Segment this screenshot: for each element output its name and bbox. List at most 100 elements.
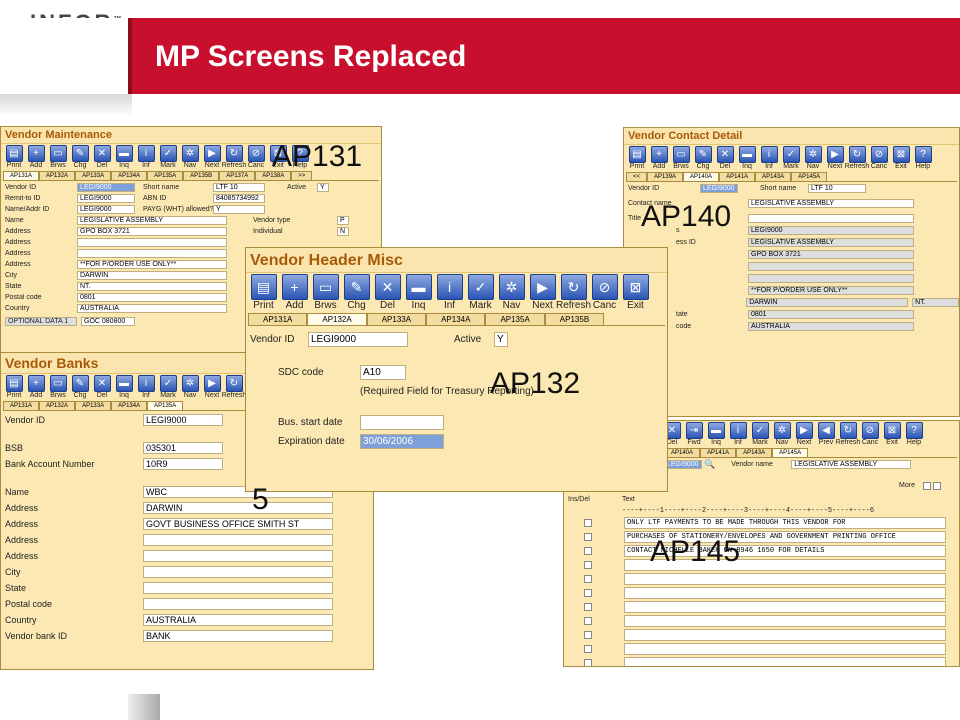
canc-button[interactable]: ⊘Canc bbox=[589, 274, 620, 311]
tab-ap143a[interactable]: AP143A bbox=[755, 172, 792, 181]
mark-button[interactable]: ✓Mark bbox=[749, 422, 771, 446]
search-icon[interactable]: 🔍 bbox=[704, 459, 716, 469]
field-value[interactable]: N bbox=[337, 227, 349, 236]
chg-button[interactable]: ✎Chg bbox=[69, 375, 91, 399]
field-value[interactable]: 84085734992 bbox=[213, 194, 265, 203]
bank-field[interactable]: DARWIN bbox=[143, 502, 333, 514]
field-value[interactable]: NT. bbox=[77, 282, 227, 291]
tab-ap137a[interactable]: AP137A bbox=[219, 171, 256, 180]
inq-button[interactable]: ▬Inq bbox=[736, 146, 758, 170]
contact-field[interactable]: **FOR P/ORDER USE ONLY** bbox=[748, 286, 914, 295]
brws-button[interactable]: ▭Brws bbox=[47, 145, 69, 169]
contact-field[interactable]: GPO BOX 3721 bbox=[748, 250, 914, 259]
refresh-button[interactable]: ↻Refresh bbox=[556, 274, 591, 311]
next-button[interactable]: ▶Next bbox=[793, 422, 815, 446]
tab-ap131a[interactable]: AP131A bbox=[3, 171, 40, 180]
tab-ap134a[interactable]: AP134A bbox=[111, 401, 148, 410]
text-line[interactable]: CONTACT MICHELLE BAKER ON 8946 1650 FOR … bbox=[624, 545, 946, 557]
del-button[interactable]: ✕Del bbox=[372, 274, 403, 311]
field-value[interactable]: LEGI9000 bbox=[77, 183, 135, 192]
add-button[interactable]: +Add bbox=[648, 146, 670, 170]
text-line[interactable]: PURCHASES OF STATIONERY/ENVELOPES AND GO… bbox=[624, 531, 946, 543]
exit-button[interactable]: ⊠Exit bbox=[890, 146, 912, 170]
nav-button[interactable]: ✲Nav bbox=[179, 375, 201, 399]
tab-ap133a[interactable]: AP133A bbox=[75, 171, 112, 180]
add-button[interactable]: +Add bbox=[279, 274, 310, 311]
field-value[interactable]: Y bbox=[317, 183, 329, 192]
contact-field[interactable]: LEGI9000 bbox=[748, 226, 914, 235]
field-value[interactable]: P bbox=[337, 216, 349, 225]
contact-field[interactable]: DARWIN bbox=[746, 298, 909, 307]
brws-button[interactable]: ▭Brws bbox=[310, 274, 341, 311]
contact-field[interactable]: AUSTRALIA bbox=[748, 322, 914, 331]
insdel-checkbox[interactable] bbox=[584, 659, 592, 666]
short-name-field[interactable]: LTF 10 bbox=[808, 184, 866, 193]
field-value[interactable]: Y bbox=[213, 205, 265, 214]
tab-ap139a[interactable]: AP139A bbox=[647, 172, 684, 181]
bank-field[interactable] bbox=[143, 598, 333, 610]
nav-button[interactable]: ✲Nav bbox=[179, 145, 201, 169]
tab-ap134a[interactable]: AP134A bbox=[111, 171, 148, 180]
bus-start-date-field[interactable] bbox=[360, 415, 444, 430]
tab-ap145a[interactable]: AP145A bbox=[772, 448, 809, 457]
tab-ap131a[interactable]: AP131A bbox=[3, 401, 40, 410]
expiration-date-field[interactable]: 30/06/2006 bbox=[360, 434, 444, 449]
mark-button[interactable]: ✓Mark bbox=[157, 145, 179, 169]
field-value[interactable]: **FOR P/ORDER USE ONLY** bbox=[77, 260, 227, 269]
help-button[interactable]: ?Help bbox=[289, 145, 311, 169]
insdel-checkbox[interactable] bbox=[584, 617, 592, 625]
nav-button[interactable]: ✲Nav bbox=[496, 274, 527, 311]
more-checkbox[interactable] bbox=[923, 481, 931, 490]
refresh-button[interactable]: ↻Refresh bbox=[222, 375, 246, 399]
bank-field[interactable] bbox=[143, 550, 333, 562]
bank-field[interactable]: GOVT BUSINESS OFFICE SMITH ST bbox=[143, 518, 333, 530]
bank-field[interactable] bbox=[143, 582, 333, 594]
tab-[interactable]: >> bbox=[291, 171, 313, 180]
field-value[interactable] bbox=[77, 238, 227, 247]
text-line[interactable] bbox=[624, 559, 946, 571]
field-value[interactable]: AUSTRALIA bbox=[77, 304, 227, 313]
contact-field[interactable] bbox=[748, 274, 914, 283]
chg-button[interactable]: ✎Chg bbox=[69, 145, 91, 169]
insdel-checkbox[interactable] bbox=[584, 561, 592, 569]
tab-ap132a[interactable]: AP132A bbox=[39, 171, 76, 180]
insdel-checkbox[interactable] bbox=[584, 519, 592, 527]
tab-ap135a[interactable]: AP135A bbox=[147, 171, 184, 180]
insdel-checkbox[interactable] bbox=[584, 631, 592, 639]
tab-ap131a[interactable]: AP131A bbox=[248, 313, 308, 325]
tab-ap133a[interactable]: AP133A bbox=[75, 401, 112, 410]
add-button[interactable]: +Add bbox=[25, 145, 47, 169]
state-field[interactable]: NT. bbox=[912, 298, 959, 307]
tab-ap135b[interactable]: AP135B bbox=[183, 171, 220, 180]
refresh-button[interactable]: ↻Refresh bbox=[836, 422, 860, 446]
field-value[interactable]: 0801 bbox=[77, 293, 227, 302]
insdel-checkbox[interactable] bbox=[584, 589, 592, 597]
next-button[interactable]: ▶Next bbox=[824, 146, 846, 170]
tab-ap140a[interactable]: AP140A bbox=[683, 172, 720, 181]
tab-[interactable]: << bbox=[626, 172, 648, 181]
canc-button[interactable]: ⊘Canc bbox=[868, 146, 890, 170]
refresh-button[interactable]: ↻Refresh bbox=[222, 145, 246, 169]
field-value[interactable]: DARWIN bbox=[77, 271, 227, 280]
brws-button[interactable]: ▭Brws bbox=[47, 375, 69, 399]
prev-button[interactable]: ◀Prev bbox=[815, 422, 837, 446]
vendor-id-field[interactable]: LEGI9000 bbox=[308, 332, 408, 347]
insdel-checkbox[interactable] bbox=[584, 533, 592, 541]
refresh-button[interactable]: ↻Refresh bbox=[845, 146, 869, 170]
chg-button[interactable]: ✎Chg bbox=[692, 146, 714, 170]
insdel-checkbox[interactable] bbox=[584, 547, 592, 555]
text-line[interactable]: ONLY LTF PAYMENTS TO BE MADE THROUGH THI… bbox=[624, 517, 946, 529]
text-line[interactable] bbox=[624, 573, 946, 585]
text-line[interactable] bbox=[624, 629, 946, 641]
bank-field[interactable]: BANK bbox=[143, 630, 333, 642]
next-button[interactable]: ▶Next bbox=[527, 274, 558, 311]
bank-field[interactable] bbox=[143, 534, 333, 546]
tab-ap143a[interactable]: AP143A bbox=[736, 448, 773, 457]
help-button[interactable]: ?Help bbox=[903, 422, 925, 446]
next-button[interactable]: ▶Next bbox=[201, 375, 223, 399]
bank-field[interactable]: AUSTRALIA bbox=[143, 614, 333, 626]
text-line[interactable] bbox=[624, 587, 946, 599]
contact-field[interactable]: LEGISLATIVE ASSEMBLY bbox=[748, 238, 914, 247]
